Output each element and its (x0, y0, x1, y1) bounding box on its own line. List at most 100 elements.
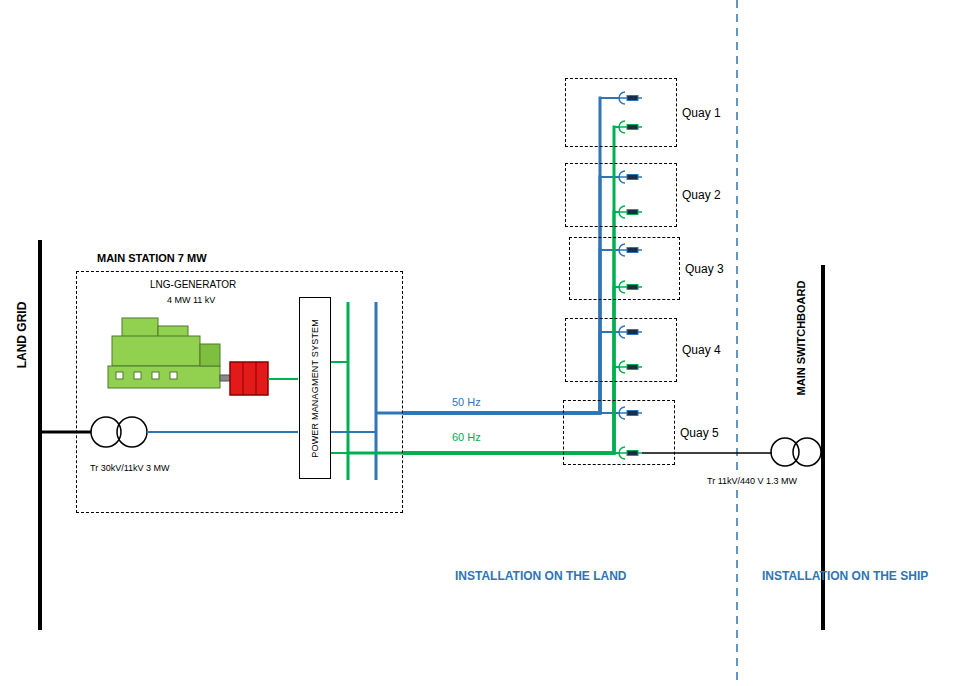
socket-symbol (620, 211, 627, 213)
socket-wire (600, 97, 620, 99)
feeder-60hz (403, 382, 614, 453)
socket-wire (600, 249, 620, 251)
feeder-60hz (403, 147, 614, 453)
plug-symbol (638, 366, 642, 368)
plug-symbol (638, 249, 642, 251)
wire (147, 431, 298, 433)
ship-cable (642, 452, 772, 454)
plug-symbol (627, 411, 638, 416)
grid-label: LAND GRID (15, 302, 29, 369)
region-label: INSTALLATION ON THE SHIP (762, 569, 928, 583)
switchboard-label: MAIN SWITCHBOARD (795, 281, 807, 396)
divider-line (736, 0, 738, 686)
grid-bar (38, 240, 42, 630)
feeder-50hz (403, 412, 563, 415)
wire (821, 451, 823, 453)
plug-symbol (627, 248, 638, 253)
transformer-symbol (771, 438, 799, 466)
socket-wire (600, 176, 620, 178)
socket-symbol (620, 331, 627, 333)
wire (330, 361, 348, 363)
feeder-60hz (403, 300, 614, 453)
station-box: MAIN STATION 7 MWPOWER MANAGMENT SYSTEM (76, 271, 403, 513)
feeder-50hz (599, 97, 602, 148)
feeder-60hz (613, 366, 616, 383)
quay-box: Quay 5 (563, 400, 675, 465)
quay-label: Quay 5 (680, 426, 719, 440)
transformer-label: Tr 30kV/11kV 3 MW (90, 463, 170, 473)
socket-symbol (620, 176, 627, 178)
socket-symbol (620, 97, 627, 99)
quay-label: Quay 2 (682, 188, 721, 202)
quay-box: Quay 3 (569, 237, 680, 300)
plug-symbol (627, 125, 638, 130)
socket-symbol (620, 366, 627, 368)
quay-label: Quay 3 (685, 262, 724, 276)
plug-symbol (627, 451, 638, 456)
frequency-label: 50 Hz (452, 396, 481, 408)
feeder-60hz (403, 452, 563, 455)
socket-symbol (620, 126, 627, 128)
quay-box: Quay 1 (565, 78, 677, 147)
generator-illustration (108, 318, 268, 395)
wire (348, 452, 403, 455)
quay-box: Quay 2 (565, 163, 677, 227)
feeder-50hz (599, 249, 602, 301)
wire (330, 431, 376, 433)
feeder-connector (403, 413, 614, 453)
feeder-50hz (403, 300, 600, 413)
feeder-60hz (613, 211, 616, 228)
feeder-50hz (599, 331, 602, 383)
plug-symbol (627, 365, 638, 370)
wire (268, 378, 298, 380)
plug-symbol (638, 412, 642, 414)
region-label: INSTALLATION ON THE LAND (455, 569, 627, 583)
feeder-50hz (403, 227, 600, 413)
feeder-50hz (599, 176, 602, 228)
grid-wire (40, 431, 91, 434)
quay-label: Quay 4 (682, 343, 721, 357)
feeder-50hz (563, 412, 600, 415)
socket-symbol (620, 249, 627, 251)
quay-box: Quay 4 (565, 318, 677, 382)
socket-wire (600, 412, 620, 414)
feeder-60hz (403, 227, 614, 453)
feeder-50hz (403, 382, 600, 413)
feeder-60hz (613, 126, 616, 148)
plug-symbol (638, 126, 642, 128)
wire (330, 452, 348, 454)
wire (376, 412, 403, 415)
socket-symbol (620, 452, 627, 454)
quay-label: Quay 1 (682, 106, 721, 120)
socket-wire (600, 331, 620, 333)
plug-symbol (638, 286, 642, 288)
socket-symbol (620, 286, 627, 288)
plug-symbol (638, 331, 642, 333)
plug-symbol (627, 96, 638, 101)
feeder-connector (403, 331, 614, 454)
feeder-50hz (403, 147, 600, 413)
plug-symbol (638, 97, 642, 99)
pms-label: POWER MANAGMENT SYSTEM (310, 319, 320, 458)
plug-symbol (627, 330, 638, 335)
transformer-label: Tr 11kV/440 V 1.3 MW (706, 476, 798, 486)
plug-symbol (638, 211, 642, 213)
transformer-symbol (117, 417, 147, 447)
socket-group (600, 92, 642, 459)
plug-symbol (627, 285, 638, 290)
frequency-label: 60 Hz (452, 431, 481, 443)
feeder-60hz (563, 452, 614, 455)
feeder-60hz (613, 286, 616, 301)
feeder-connector (403, 249, 614, 454)
socket-symbol (620, 412, 627, 414)
plug-symbol (627, 210, 638, 215)
transformer-symbol (793, 438, 821, 466)
station-heading: MAIN STATION 7 MW (97, 252, 207, 264)
rating-label: 4 MW 11 kV (167, 295, 215, 305)
plug-symbol (638, 452, 642, 454)
plug-symbol (638, 176, 642, 178)
pms-box: POWER MANAGMENT SYSTEM (299, 297, 331, 479)
